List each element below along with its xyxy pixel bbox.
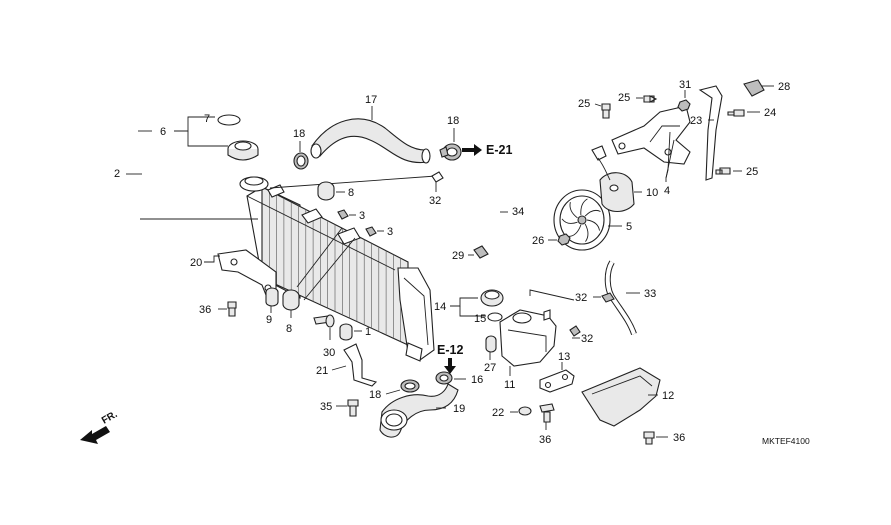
callout-16: 16 — [471, 374, 483, 386]
fan-blade — [568, 224, 582, 237]
callout-6: 6 — [160, 126, 166, 138]
fan-motor — [591, 145, 635, 213]
bolt — [227, 301, 237, 317]
bolt — [539, 403, 555, 423]
clip — [473, 245, 489, 259]
tube-clip — [431, 171, 444, 183]
radiator-cap — [227, 140, 259, 161]
svg-text:FR.: FR. — [100, 409, 120, 427]
callout-3-b: 3 — [387, 226, 393, 238]
callout-24: 24 — [764, 107, 776, 119]
ref-e21: E-21 — [486, 143, 512, 157]
bolt — [643, 431, 655, 445]
o-ring — [217, 114, 241, 126]
callout-18-b: 18 — [447, 115, 459, 127]
reserve-tank — [499, 309, 557, 367]
nut — [677, 99, 691, 112]
callout-15: 15 — [474, 313, 486, 325]
callout-36-b: 36 — [539, 434, 551, 446]
nut — [557, 233, 571, 246]
callout-8-a: 8 — [348, 187, 354, 199]
fan-blade — [580, 198, 588, 216]
radiator — [239, 176, 435, 362]
cooling-fan — [553, 189, 611, 251]
callout-33: 33 — [644, 288, 656, 300]
callout-4: 4 — [664, 185, 670, 197]
callout-12: 12 — [662, 390, 674, 402]
callout-9: 9 — [266, 314, 272, 326]
callout-31: 31 — [679, 79, 691, 91]
callout-8-b: 8 — [286, 323, 292, 335]
callout-34: 34 — [512, 206, 524, 218]
grommet — [485, 335, 497, 353]
callout-32-c: 32 — [581, 333, 593, 345]
callout-22: 22 — [492, 407, 504, 419]
washer — [518, 406, 532, 416]
clip — [337, 209, 349, 220]
callout-20: 20 — [190, 257, 202, 269]
callout-30: 30 — [323, 347, 335, 359]
callout-36-a: 36 — [199, 304, 211, 316]
fan-blade — [584, 209, 601, 217]
callout-3-a: 3 — [359, 210, 365, 222]
callout-27: 27 — [484, 362, 496, 374]
callout-1: 1 — [365, 326, 371, 338]
callout-2: 2 — [114, 168, 120, 180]
callout-21: 21 — [316, 365, 328, 377]
grommet — [282, 289, 300, 311]
seal — [487, 312, 503, 322]
callout-32-a: 32 — [429, 195, 441, 207]
callout-7: 7 — [204, 113, 210, 125]
bolt — [643, 95, 658, 103]
callout-17: 17 — [365, 94, 377, 106]
callout-36-c: 36 — [673, 432, 685, 444]
front-direction-arrow: FR. — [80, 409, 120, 444]
harness-bracket — [698, 85, 723, 181]
callout-32-b: 32 — [575, 292, 587, 304]
clip — [365, 226, 377, 237]
callout-25-c: 25 — [746, 166, 758, 178]
callout-25-b: 25 — [618, 92, 630, 104]
callout-25-a: 25 — [578, 98, 590, 110]
callout-18-c: 18 — [369, 389, 381, 401]
fan-blade — [561, 218, 578, 224]
fan-blade — [584, 223, 589, 242]
side-cover — [581, 367, 661, 427]
callout-18-a: 18 — [293, 128, 305, 140]
callout-13: 13 — [558, 351, 570, 363]
connector — [743, 79, 765, 97]
bolt — [601, 103, 611, 119]
callout-11: 11 — [504, 379, 515, 391]
callout-14: 14 — [434, 301, 446, 313]
fan-bracket — [611, 105, 691, 165]
grommet — [317, 181, 335, 201]
reserve-tank-bracket — [539, 369, 575, 393]
callout-35: 35 — [320, 401, 332, 413]
diagram-code: MKTEF4100 — [762, 436, 810, 446]
ref-e12: E-12 — [437, 343, 463, 357]
callout-5: 5 — [626, 221, 632, 233]
callout-28: 28 — [778, 81, 790, 93]
collar — [339, 323, 353, 341]
callout-29: 29 — [452, 250, 464, 262]
tube-clip — [569, 325, 581, 337]
collar — [265, 287, 279, 307]
lower-bracket — [343, 343, 378, 387]
callout-26: 26 — [532, 235, 544, 247]
bolt — [715, 167, 731, 175]
callout-10: 10 — [646, 187, 658, 199]
tube-clip — [601, 292, 615, 303]
bolt — [347, 399, 359, 417]
fan-blade — [586, 219, 600, 231]
callout-23: 23 — [690, 115, 702, 127]
fan-blade — [569, 202, 578, 219]
bolt — [727, 109, 745, 117]
callout-19: 19 — [453, 403, 465, 415]
upper-hose — [311, 118, 429, 164]
